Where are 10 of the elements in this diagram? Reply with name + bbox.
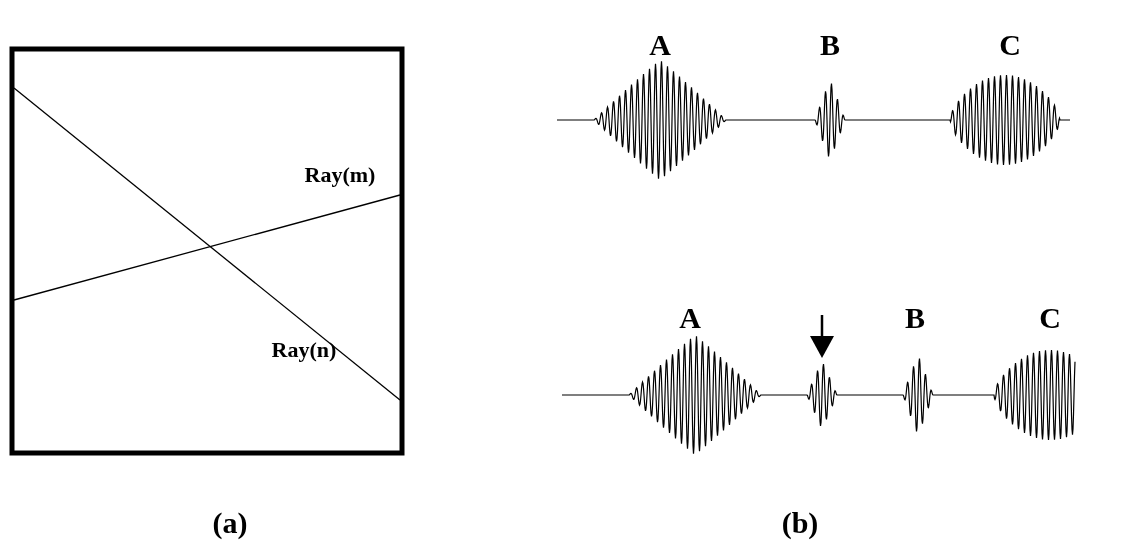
wave-label: B <box>905 303 925 333</box>
wave-label: A <box>649 30 671 60</box>
wave-label: C <box>1039 303 1061 333</box>
panel-label: (a) <box>212 508 248 538</box>
wave-label: B <box>820 30 840 60</box>
wave-label: A <box>679 303 701 333</box>
ray-label: Ray(n) <box>271 338 337 362</box>
panel-label: (b) <box>781 508 819 538</box>
wave-label: C <box>999 30 1021 60</box>
ray-label: Ray(m) <box>304 163 376 187</box>
